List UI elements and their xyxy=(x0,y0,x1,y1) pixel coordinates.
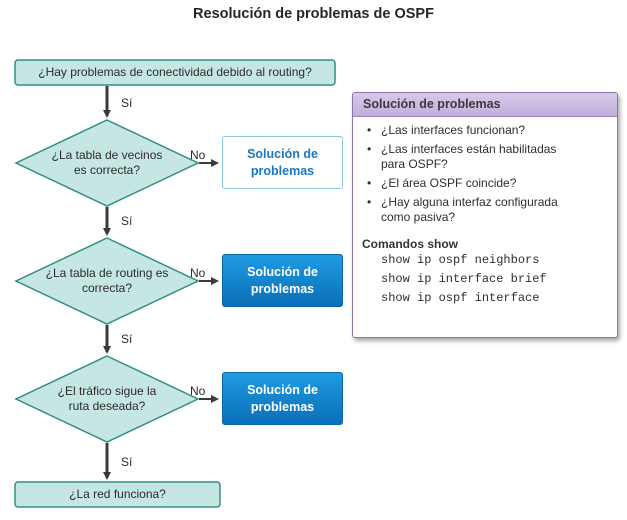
question-item: • ¿Hay alguna interfaz configurada como … xyxy=(367,195,558,224)
yes-label-4: Sí xyxy=(121,455,133,469)
solution-box-1: Solución de problemas xyxy=(222,136,343,189)
decision-diamond-3 xyxy=(14,355,200,443)
end-text: ¿La red funciona? xyxy=(69,487,166,501)
no-label-2: No xyxy=(190,266,206,280)
panel-header: Solución de problemas xyxy=(353,93,617,117)
solution-box-3: Solución de problemas xyxy=(222,372,343,425)
diagram-title: Resolución de problemas de OSPF xyxy=(193,6,434,22)
decision-diamond-2 xyxy=(14,237,200,325)
no-label-3: No xyxy=(190,384,206,398)
question-item: • ¿El área OSPF coincide? xyxy=(367,176,517,190)
yes-label-1: Sí xyxy=(121,96,133,110)
yes-label-2: Sí xyxy=(121,214,133,228)
command-line: show ip interface brief xyxy=(381,272,547,286)
bullet: • xyxy=(367,195,372,209)
solution-box-2: Solución de problemas xyxy=(222,254,343,307)
panel-body: • ¿Las interfaces funcionan? • ¿Las inte… xyxy=(353,117,617,308)
bullet: • xyxy=(367,123,372,137)
bullet: • xyxy=(367,176,372,190)
decision-text-2: ¿La tabla de routing es correcta? xyxy=(45,266,169,295)
commands-title: Comandos show xyxy=(362,237,459,251)
command-line: show ip ospf neighbors xyxy=(381,253,540,267)
decision-diamond-1 xyxy=(14,119,200,207)
question-item: • ¿Las interfaces funcionan? xyxy=(367,123,526,137)
start-text: ¿Hay problemas de conectividad debido al… xyxy=(38,65,312,79)
command-line: show ip ospf interface xyxy=(381,291,540,305)
bullet: • xyxy=(367,142,372,156)
question-item: • ¿Las interfaces están habilitadas para… xyxy=(367,142,557,171)
end-box xyxy=(14,481,221,508)
decision-text-1: ¿La tabla de vecinos es correcta? xyxy=(51,148,163,177)
start-box xyxy=(14,59,336,86)
question-list: • ¿Las interfaces funcionan? • ¿Las inte… xyxy=(365,123,611,225)
yes-label-3: Sí xyxy=(121,332,133,346)
decision-text-3: ¿El tráfico sigue la ruta deseada? xyxy=(57,384,157,413)
no-label-1: No xyxy=(190,148,206,162)
troubleshooting-panel: Solución de problemas • ¿Las interfaces … xyxy=(352,92,618,338)
